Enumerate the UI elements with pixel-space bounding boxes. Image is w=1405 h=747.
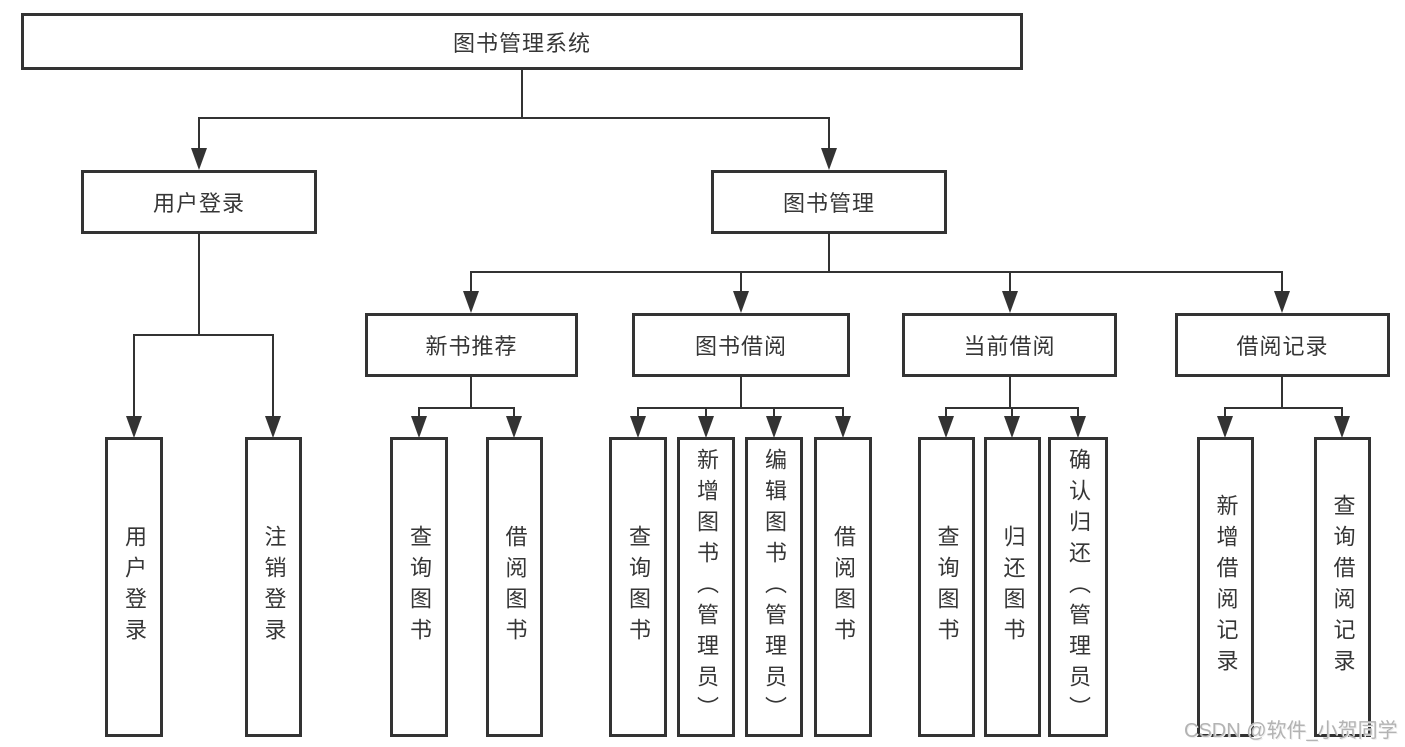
- node-user-login-group-label: 用户登录: [152, 191, 245, 216]
- node-add-borrow-record: 新增借阅记录: [1197, 437, 1254, 737]
- node-confirm-return-admin-label: 确认归还（管理员）: [1066, 447, 1091, 727]
- node-current-borrowing-label: 当前借阅: [963, 334, 1056, 359]
- node-new-book-recommend: 新书推荐: [365, 313, 578, 377]
- node-borrow-books-borrowing-label: 借阅图书: [831, 525, 856, 649]
- node-add-book-admin: 新增图书（管理员）: [677, 437, 735, 737]
- node-borrow-records: 借阅记录: [1175, 313, 1390, 377]
- node-edit-book-admin-label: 编辑图书（管理员）: [762, 447, 787, 727]
- node-query-borrow-record-label: 查询借阅记录: [1330, 494, 1356, 680]
- node-current-borrowing: 当前借阅: [902, 313, 1117, 377]
- node-book-management-label: 图书管理: [782, 191, 875, 216]
- node-root-label: 图书管理系统: [452, 30, 591, 56]
- node-book-management: 图书管理: [711, 170, 947, 234]
- node-borrow-books-recommend-label: 借阅图书: [502, 525, 528, 649]
- node-query-books-recommend: 查询图书: [390, 437, 448, 737]
- node-book-borrowing-label: 图书借阅: [694, 334, 787, 359]
- node-return-books-label: 归还图书: [1000, 525, 1026, 649]
- node-return-books: 归还图书: [984, 437, 1041, 737]
- node-borrow-records-label: 借阅记录: [1236, 334, 1329, 359]
- node-edit-book-admin: 编辑图书（管理员）: [745, 437, 803, 737]
- node-query-books-borrowing: 查询图书: [609, 437, 667, 737]
- node-confirm-return-admin: 确认归还（管理员）: [1048, 437, 1108, 737]
- node-query-books-borrowing-label: 查询图书: [626, 525, 651, 649]
- node-borrow-books-recommend: 借阅图书: [486, 437, 543, 737]
- node-user-login-leaf: 用户登录: [105, 437, 163, 737]
- node-user-login-leaf-label: 用户登录: [122, 525, 147, 649]
- node-query-books-recommend-label: 查询图书: [407, 525, 432, 649]
- node-logout-label: 注销登录: [261, 525, 287, 649]
- node-add-borrow-record-label: 新增借阅记录: [1213, 494, 1239, 680]
- node-add-book-admin-label: 新增图书（管理员）: [694, 447, 719, 727]
- node-logout: 注销登录: [245, 437, 302, 737]
- node-query-books-current: 查询图书: [918, 437, 975, 737]
- node-query-books-current-label: 查询图书: [934, 525, 960, 649]
- watermark: CSDN @软件_小贺同学: [1184, 720, 1398, 742]
- node-root: 图书管理系统: [21, 13, 1023, 70]
- node-borrow-books-borrowing: 借阅图书: [814, 437, 872, 737]
- node-book-borrowing: 图书借阅: [632, 313, 850, 377]
- node-new-book-recommend-label: 新书推荐: [425, 334, 518, 359]
- node-query-borrow-record: 查询借阅记录: [1314, 437, 1371, 737]
- node-user-login-group: 用户登录: [81, 170, 317, 234]
